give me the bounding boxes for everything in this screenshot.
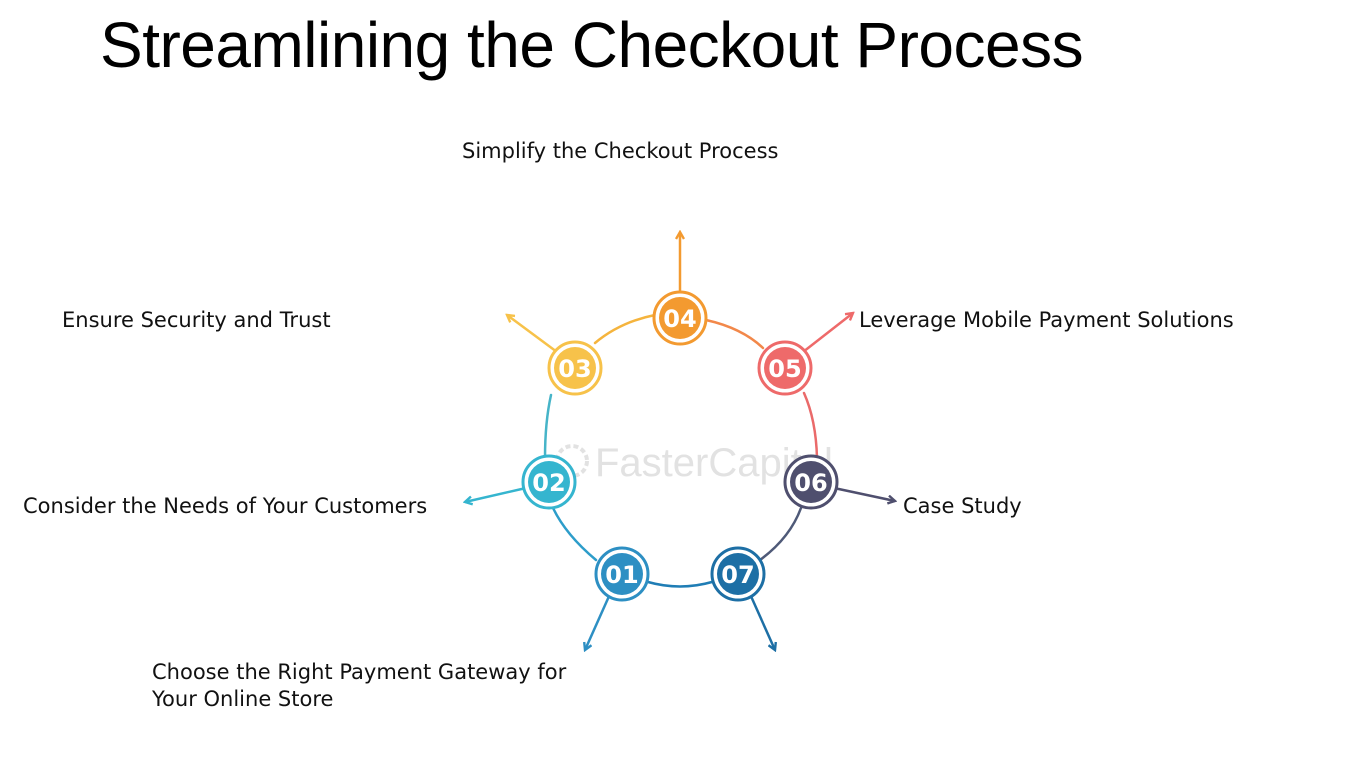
step-02: 02 bbox=[521, 454, 577, 510]
step-06: 06 bbox=[783, 454, 839, 510]
step-01: 01 bbox=[594, 546, 650, 602]
arrow-03 bbox=[507, 315, 558, 354]
step-03-number: 03 bbox=[558, 355, 591, 383]
step-04-number: 04 bbox=[663, 305, 696, 333]
page-title: Streamlining the Checkout Process bbox=[100, 9, 1084, 81]
arrow-06 bbox=[833, 486, 895, 501]
arc-02-03 bbox=[543, 393, 553, 460]
ring bbox=[543, 313, 819, 588]
step-01-label-line2: Your Online Store bbox=[152, 687, 334, 711]
step-07: 07 bbox=[710, 546, 766, 602]
step-02-label: Consider the Needs of Your Customers bbox=[23, 494, 428, 518]
step-05-number: 05 bbox=[768, 355, 801, 383]
arc-04-05 bbox=[704, 318, 765, 350]
step-01-label: Choose the Right Payment Gateway for You… bbox=[152, 659, 566, 713]
arc-01-02 bbox=[551, 506, 598, 562]
step-07-badge bbox=[717, 553, 759, 595]
arrow-01 bbox=[585, 593, 612, 650]
step-04: 04 bbox=[652, 290, 708, 346]
step-03-badge bbox=[554, 347, 596, 389]
step-04-label: Simplify the Checkout Process bbox=[462, 139, 779, 163]
arc-06-07 bbox=[758, 506, 803, 562]
step-02-number: 02 bbox=[532, 469, 565, 497]
arrows bbox=[465, 232, 895, 650]
step-04-badge bbox=[659, 297, 701, 339]
step-05-badge bbox=[764, 347, 806, 389]
arc-01-07 bbox=[646, 580, 714, 588]
watermark-gear-icon bbox=[555, 444, 589, 478]
step-01-label-line1: Choose the Right Payment Gateway for bbox=[152, 660, 567, 684]
step-06-number: 06 bbox=[794, 469, 827, 497]
arrow-02 bbox=[465, 486, 527, 502]
arc-03-04 bbox=[593, 313, 657, 345]
step-02-badge bbox=[528, 461, 570, 503]
step-06-label: Case Study bbox=[903, 494, 1022, 518]
step-01-number: 01 bbox=[605, 561, 638, 589]
arrow-07 bbox=[748, 593, 775, 650]
step-03: 03 bbox=[547, 340, 603, 396]
arc-05-06 bbox=[802, 391, 819, 460]
arrow-05 bbox=[802, 313, 853, 353]
step-05: 05 bbox=[757, 340, 813, 396]
step-03-label: Ensure Security and Trust bbox=[62, 308, 331, 332]
step-05-label: Leverage Mobile Payment Solutions bbox=[859, 308, 1234, 332]
step-07-number: 07 bbox=[721, 561, 754, 589]
step-06-badge bbox=[790, 461, 832, 503]
step-01-badge bbox=[601, 553, 643, 595]
